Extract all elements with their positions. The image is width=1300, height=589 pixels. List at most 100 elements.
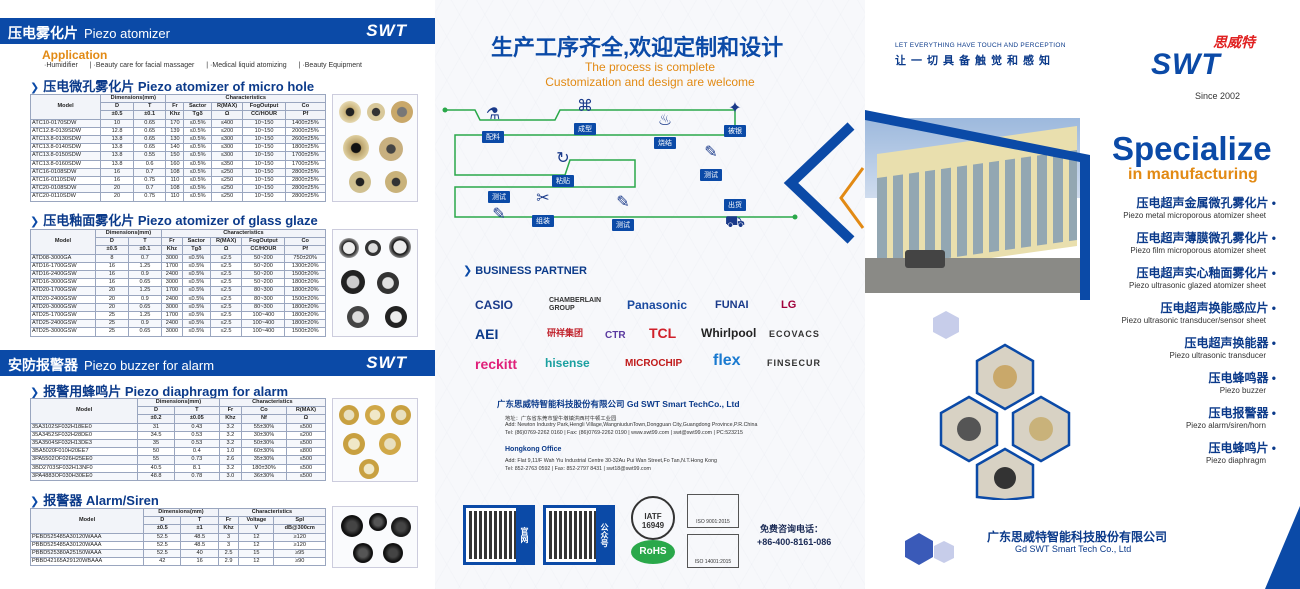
partner-logo-panasonic: Panasonic bbox=[627, 298, 688, 312]
table-cell: ATD08-3000GA bbox=[30, 253, 96, 263]
table-cell: 1800±20% bbox=[284, 278, 326, 288]
table-cell: 0.65 bbox=[132, 126, 167, 137]
table-cell: 52.5 bbox=[143, 540, 182, 551]
hk-contact: Tel: 852-2763 0592 | Fax: 852-2797 8431 … bbox=[505, 466, 651, 472]
table-unit-header: ±0.5 bbox=[100, 110, 134, 120]
table-cell: 0.7 bbox=[132, 184, 167, 194]
table-cell: ≤0.5% bbox=[181, 294, 211, 304]
rohs-badge: RoHS bbox=[631, 540, 675, 564]
table-unit-header: ±0.5 bbox=[94, 245, 129, 255]
process-step-assembly: ✂组装 bbox=[525, 188, 561, 228]
glass-glaze-heading: 压电釉面雾化片 Piezo atomizer of glass glaze bbox=[30, 210, 318, 229]
qr-code-website[interactable]: 官网 bbox=[463, 505, 535, 565]
table-cell: 2000±25% bbox=[284, 126, 327, 137]
partner-logo-finsecur: FINSECUR bbox=[767, 358, 822, 368]
table-unit-header: Khz bbox=[165, 110, 185, 120]
table-cell: ATC16-0110SDW bbox=[29, 176, 102, 186]
table-col-header: T bbox=[173, 406, 220, 416]
partner-logo-evoc: 研祥集团 bbox=[547, 328, 584, 338]
table-cell: 3BD2703SF032H13NF0 bbox=[29, 463, 139, 473]
table-cell: 2.5 bbox=[217, 549, 240, 559]
alarm-heading: 报警器 Alarm/Siren bbox=[30, 490, 159, 509]
table-cell: ≤0.5% bbox=[181, 311, 211, 321]
table-cell: ATC13.8-0160SDW bbox=[29, 159, 102, 169]
table-cell: 1700±25% bbox=[284, 159, 327, 169]
checklist-icon: ✎ bbox=[492, 206, 506, 223]
table-cell: 10~150 bbox=[242, 126, 286, 137]
table-cell: 80~300 bbox=[241, 286, 286, 296]
table-cell: 12 bbox=[238, 540, 275, 551]
hotline-number[interactable]: +86-400-8161-086 bbox=[757, 537, 832, 547]
table-cell: 2.6 bbox=[218, 455, 243, 465]
application-list: ·Humidifier | ·Beauty care for facial ma… bbox=[44, 62, 372, 69]
corner-stripe-decoration bbox=[1265, 506, 1300, 589]
table-cell: 0.9 bbox=[127, 319, 162, 329]
application-title: Application bbox=[42, 48, 108, 62]
table-cell: 12 bbox=[238, 557, 275, 567]
table-cell: 3PA4883OF030H30EE0 bbox=[29, 471, 139, 482]
table-unit-header: CC/HOUR bbox=[241, 245, 286, 255]
table-cell: 2400 bbox=[160, 294, 183, 304]
product-line-cn: 压电超声换能器 bbox=[1170, 334, 1277, 351]
table-unit-header: ±1 bbox=[180, 524, 219, 534]
table-cell: 3 bbox=[217, 532, 240, 542]
table-cell: 1400±25% bbox=[284, 118, 327, 128]
table-cell: 0.43 bbox=[173, 422, 220, 432]
process-step-shipping: 出货⛟ bbox=[717, 194, 753, 234]
qr-tag: 公众号 bbox=[596, 508, 612, 562]
table-cell: 0.65 bbox=[127, 302, 162, 313]
swt-logo: SWT bbox=[366, 21, 407, 40]
table-cell: PBBD525485A30120WAAA bbox=[29, 540, 145, 551]
table-col-header: R(MAX) bbox=[285, 406, 327, 416]
table-cell: 25 bbox=[94, 311, 129, 321]
truck-icon: ⛟ bbox=[724, 214, 746, 231]
process-step-silvering: ✦被银 bbox=[717, 98, 753, 138]
hexagon-decoration bbox=[905, 533, 933, 565]
table-cell: ≤0.5% bbox=[183, 192, 212, 202]
product-hexagon-cluster bbox=[939, 343, 1071, 500]
table-cell: ≤2.5 bbox=[209, 319, 243, 329]
product-line-cn: 压电超声实心釉面雾化片 bbox=[1129, 264, 1276, 281]
table-cell: 25 bbox=[94, 319, 129, 329]
table-cell: ≤0.5% bbox=[181, 270, 211, 280]
table-cell: 40 bbox=[180, 549, 219, 559]
table-cell: 3PA5502OF026H25EE0 bbox=[29, 455, 139, 465]
table-cell: 3 bbox=[217, 540, 240, 551]
table-cell: ≤0.5% bbox=[181, 278, 211, 288]
app-item: | ·Medical liquid atomizing bbox=[206, 62, 287, 69]
table-cell: 100~400 bbox=[241, 311, 286, 321]
table-cell: 0.7 bbox=[132, 167, 167, 178]
process-step-label: 粘贴 bbox=[552, 175, 574, 187]
table-cell: 108 bbox=[165, 167, 185, 178]
table-cell: 16 bbox=[94, 261, 129, 272]
table-cell: ≤2.5 bbox=[209, 253, 243, 263]
table-unit-header: Khz bbox=[218, 414, 243, 424]
table-cell: 130 bbox=[165, 135, 185, 145]
table-col-header: T bbox=[132, 102, 167, 112]
table-header-characteristics: Characteristics bbox=[165, 93, 326, 104]
table-cell: ≤0.5% bbox=[181, 302, 211, 313]
table-cell: PBBD42165A29120WBAAA bbox=[29, 557, 145, 567]
process-step-label: 测试 bbox=[700, 169, 722, 181]
table-unit-header: Ω bbox=[209, 245, 243, 255]
table-cell: ATC12.8-0139SDW bbox=[29, 126, 102, 137]
product-line-en: Piezo metal microporous atomizer sheet bbox=[1123, 211, 1266, 220]
qr-code-wechat[interactable]: 公众号 bbox=[543, 505, 615, 565]
table-cell: 110 bbox=[165, 176, 185, 186]
table-cell: 1800±20% bbox=[284, 302, 326, 313]
table-cell: ≥95 bbox=[273, 549, 326, 559]
table-cell: 34.5 bbox=[137, 430, 175, 441]
table-cell: ≤2.5 bbox=[209, 286, 243, 296]
app-item: | ·Beauty Equipment bbox=[298, 62, 362, 69]
tools-icon: ✂ bbox=[536, 190, 550, 207]
table-cell: ≤200 bbox=[285, 430, 327, 441]
table-cell: 180±30% bbox=[241, 463, 287, 473]
table-col-header: R(MAX) bbox=[210, 102, 244, 112]
table-cell: 50~200 bbox=[241, 253, 286, 263]
